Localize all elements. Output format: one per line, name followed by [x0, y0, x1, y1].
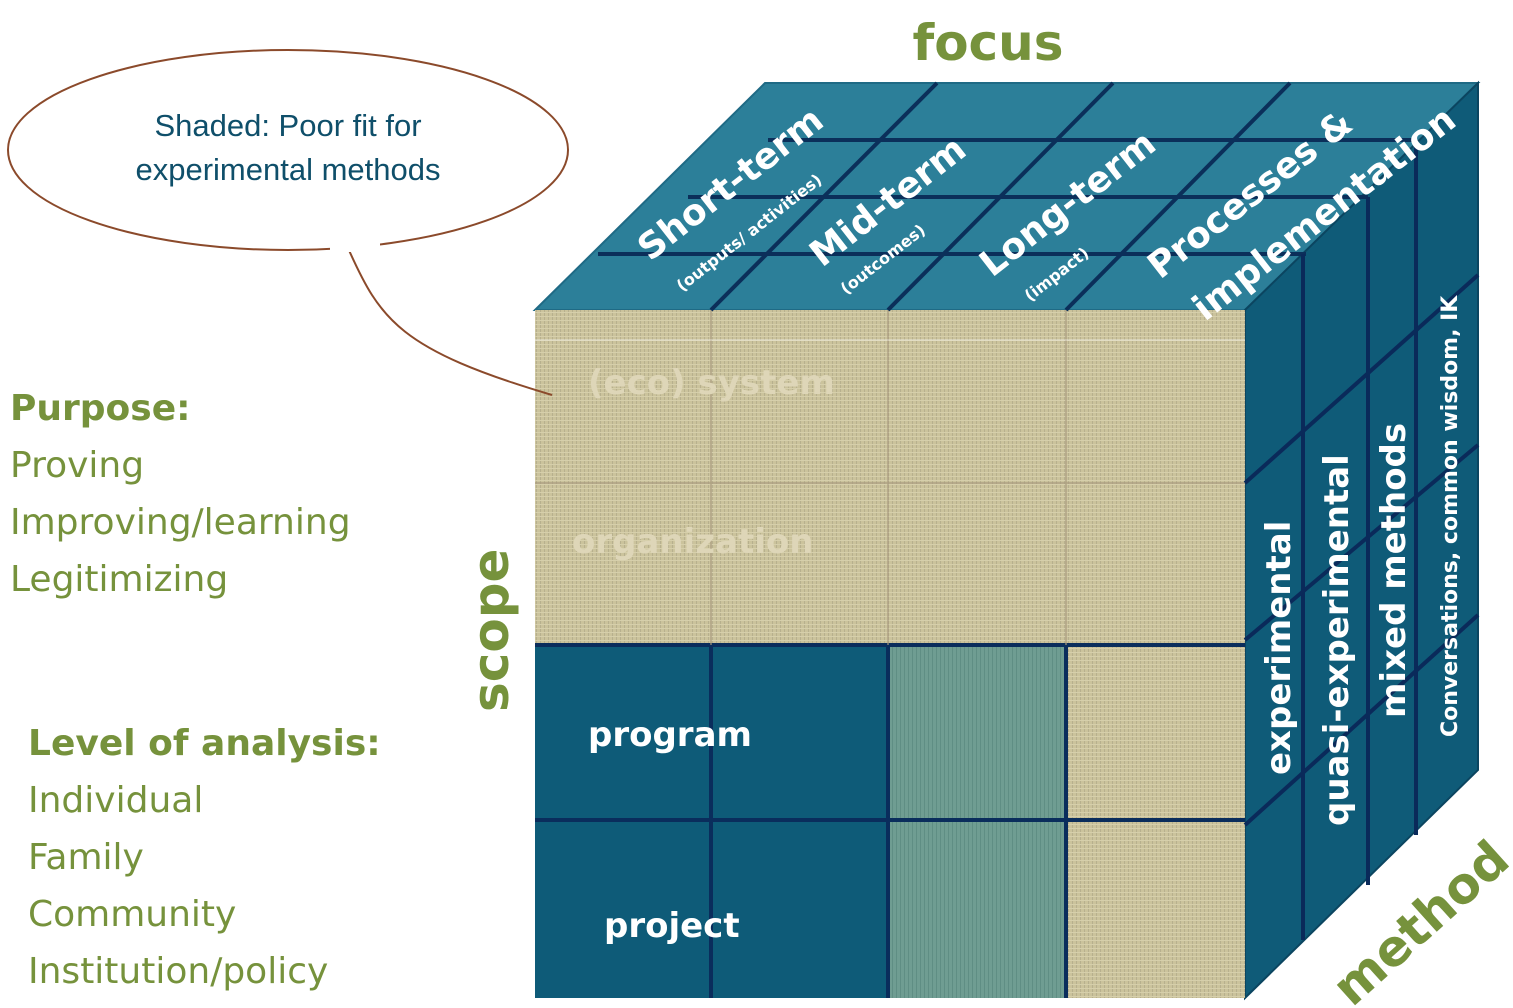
level-item-institution: Institution/policy: [28, 951, 329, 992]
method-conversations: Conversations, common wisdom, IK: [1438, 295, 1463, 737]
side-grid: [1243, 140, 1480, 940]
axis-title-focus: focus: [912, 14, 1063, 72]
method-labels: experimental quasi-experimental mixed me…: [1259, 295, 1463, 826]
top-grid: [598, 81, 1416, 312]
callout-pointer: [347, 247, 553, 396]
purpose-item-legitimizing: Legitimizing: [10, 559, 229, 600]
method-mixed-methods: mixed methods: [1374, 423, 1414, 718]
scope-row-organization: organization: [572, 522, 813, 562]
scope-row-program: program: [588, 715, 752, 755]
axis-title-scope: scope: [462, 549, 520, 712]
purpose-item-improving: Improving/learning: [10, 502, 351, 543]
front-grid: [535, 643, 1245, 998]
callout-line-1: Shaded: Poor fit for: [154, 108, 421, 143]
scope-row-eco-system: (eco) system: [588, 363, 835, 403]
method-experimental: experimental: [1259, 521, 1299, 775]
level-heading: Level of analysis:: [28, 723, 381, 764]
method-quasi-experimental: quasi-experimental: [1317, 454, 1357, 826]
callout-bubble: [7, 49, 569, 251]
callout: Shaded: Poor fit for experimental method…: [7, 49, 569, 396]
purpose-item-proving: Proving: [10, 445, 145, 486]
callout-line-2: experimental methods: [136, 152, 441, 187]
level-item-family: Family: [28, 837, 144, 878]
level-item-community: Community: [28, 894, 237, 935]
level-block: Level of analysis: Individual Family Com…: [28, 715, 381, 1000]
shaded-rows: [535, 310, 1245, 645]
scope-labels: (eco) system organization program projec…: [572, 363, 835, 946]
purpose-block: Purpose: Proving Improving/learning Legi…: [10, 380, 351, 608]
purpose-heading: Purpose:: [10, 388, 191, 429]
front-grid-faint: [535, 310, 1245, 645]
scope-row-project: project: [604, 906, 740, 946]
level-item-individual: Individual: [28, 780, 204, 821]
